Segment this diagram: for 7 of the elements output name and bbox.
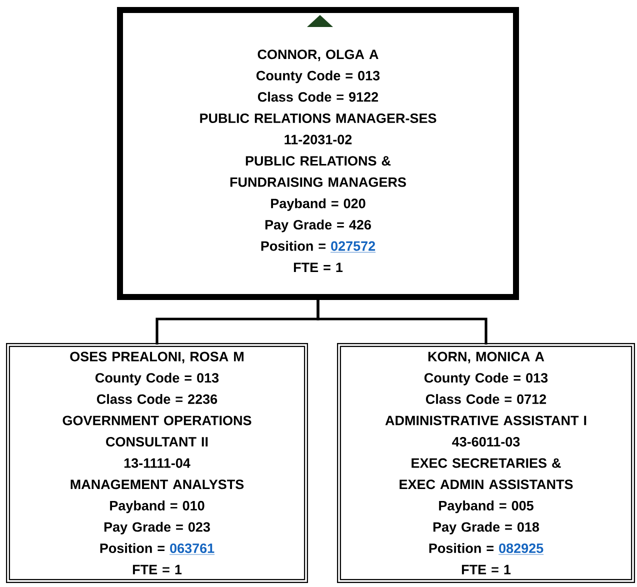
position-link: 063761 [169, 544, 215, 555]
position-link: 082925 [498, 544, 544, 555]
position-link: 027572 [330, 241, 376, 252]
employee-box: KORN, MONICA A County Code = 013 Class Code = 0712 ADMINISTRATIVE ASSISTANT I 43-6011-03 EXEC SECRETARIES & EXEC ADMIN ASSISTANTS Payband = 005 Pay Grade = 018 Position = 082925 FTE = 1 [337, 343, 635, 583]
employee-box: OSES PREALONI, ROSA M County Code = 013 Class Code = 2236 GOVERNMENT OPERATIONS CONSULTANT II 13-1111-04 MANAGEMENT ANALYSTS Payband = 010 Pay Grade = 023 Position = 063761 FTE = 1 [6, 343, 308, 583]
connector-line [316, 300, 488, 344]
employee-box: CONNOR, OLGA A County Code = 013 Class Code = 9122 PUBLIC RELATIONS MANAGER-SES 11-2031-02 PUBLIC RELATIONS & FUNDRAISING MANAGERS Payband = 020 Pay Grade = 426 Position = 027572 FTE = 1 [117, 7, 519, 300]
